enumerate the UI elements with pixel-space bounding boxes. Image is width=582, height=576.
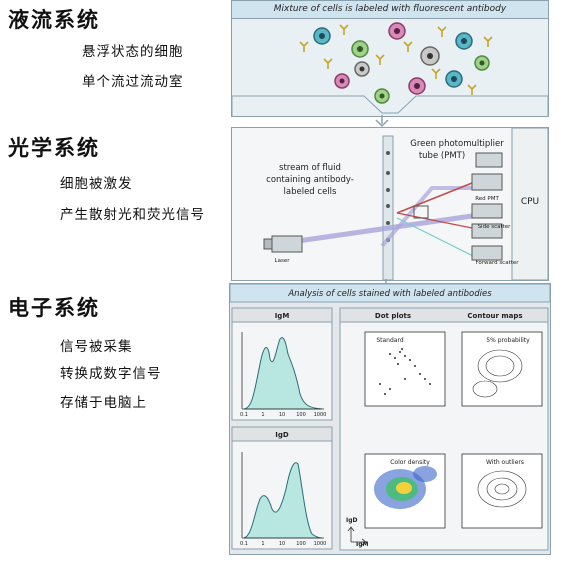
section-heading-optics: 光学系统: [8, 136, 100, 160]
color-density-label: Color density: [390, 459, 430, 466]
pmt-label-2: tube (PMT): [419, 151, 465, 161]
section-heading-electronics: 电子系统: [8, 296, 100, 320]
laser-label: Laser: [275, 258, 291, 264]
igm-title: IgM: [275, 312, 290, 320]
igd-tick-4: 100: [296, 541, 306, 547]
dot-plots-heading: Dot plots: [375, 312, 411, 320]
side-scatter-label: Side scatter: [478, 224, 512, 230]
igd-tick-2: 1: [261, 541, 264, 547]
section-heading-fluidics: 液流系统: [8, 8, 100, 32]
red-pmt-label: Red PMT: [475, 196, 499, 202]
analysis-figure: Analysis of cells stained with labeled a…: [230, 284, 550, 551]
standard-dot-cloud: [379, 348, 431, 395]
igm-tick-5: 1000: [314, 412, 327, 418]
contour-lines-outliers: [477, 470, 527, 508]
forward-scatter-label: Forward scatter: [475, 260, 519, 266]
cell-mixture-panel: Mixture of cells is labeled with fluores…: [231, 0, 549, 117]
cell-cluster: [313, 22, 490, 104]
igd-tick-3: 10: [279, 541, 285, 547]
optics-panel: CPU stream of fluid containing antibody-…: [231, 127, 549, 281]
analysis-title: Analysis of cells stained with labeled a…: [287, 289, 492, 299]
pmt-label-1: Green photomultiplier: [410, 139, 504, 149]
cpu-label: CPU: [521, 197, 539, 207]
optics-item-2: 产生散射光和荧光信号: [60, 207, 205, 223]
stream-label-1: stream of fluid: [279, 163, 341, 173]
contour-lines-probability: [472, 349, 523, 398]
stream-label-3: labeled cells: [284, 187, 338, 197]
fluidics-item-2: 单个流过流动室: [82, 74, 184, 90]
electronics-item-1: 信号被采集: [60, 339, 133, 355]
igm-tick-2: 1: [261, 412, 264, 418]
analysis-panel: Analysis of cells stained with labeled a…: [229, 283, 551, 555]
igm-tick-4: 100: [296, 412, 306, 418]
electronics-item-2: 转换成数字信号: [60, 366, 162, 382]
stream-label-2: containing antibody-: [266, 175, 354, 185]
igm-tick-1: 0.1: [240, 412, 248, 418]
optics-diagram: CPU stream of fluid containing antibody-…: [263, 128, 548, 280]
standard-label: Standard: [376, 337, 403, 344]
cell-mixture-title: Mixture of cells is labeled with fluores…: [232, 1, 548, 19]
color-density-cloud: [374, 466, 437, 509]
fluidics-item-1: 悬浮状态的细胞: [82, 44, 184, 60]
igd-title: IgD: [275, 431, 289, 439]
igm-tick-3: 10: [279, 412, 285, 418]
optics-item-1: 细胞被激发: [60, 176, 133, 192]
cell-mixture-illustration: [232, 22, 548, 116]
electronics-item-3: 存储于电脑上: [60, 395, 147, 411]
probability-label: 5% probability: [486, 337, 530, 344]
contour-maps-heading: Contour maps: [467, 312, 522, 320]
igd-tick-5: 1000: [314, 541, 327, 547]
y-axis-label: IgD: [346, 517, 358, 524]
antibody-markers: [299, 24, 493, 95]
igd-tick-1: 0.1: [240, 541, 248, 547]
with-outliers-label: With outliers: [486, 459, 524, 466]
